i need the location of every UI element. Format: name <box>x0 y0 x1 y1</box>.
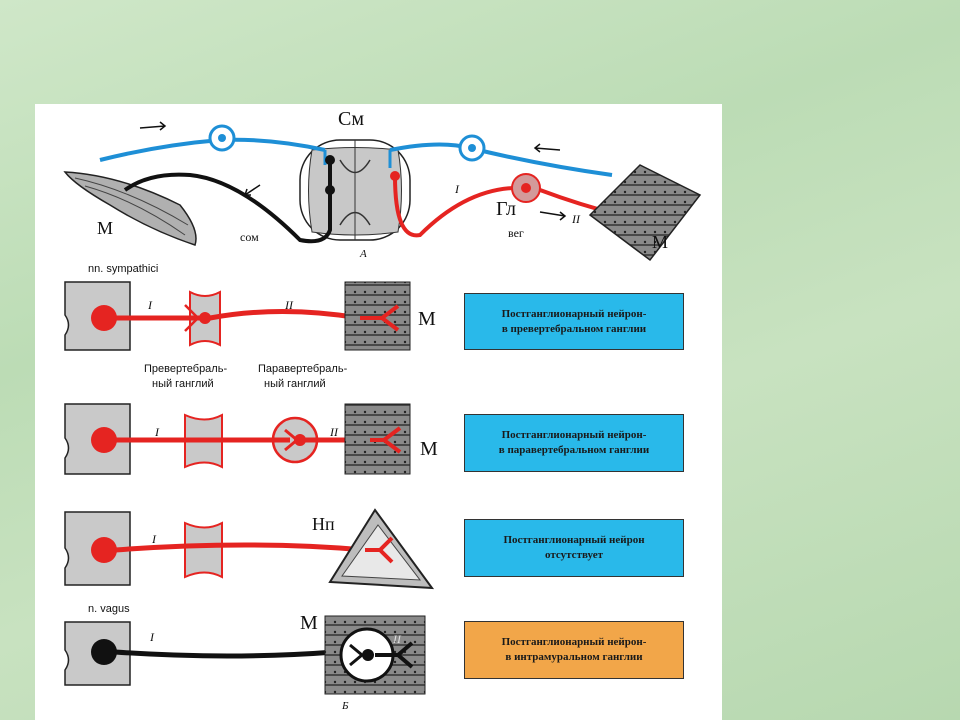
row-3-box-line-1: Постганглионарный нейрон <box>503 534 645 546</box>
fiber-ii-label: II <box>572 212 580 226</box>
row-3-target: Нп <box>312 514 335 534</box>
row-1-info-box: Постганглионарный нейрон- в превертебрал… <box>464 293 684 350</box>
row-2-info-box: Постганглионарный нейрон- в паравертебра… <box>464 414 684 472</box>
row-3-info-box: Постганглионарный нейрон отсутствует <box>464 519 684 577</box>
spinal-cord-label: См <box>338 108 364 130</box>
row-4-target: М <box>300 612 318 634</box>
muscle-left-label: М <box>97 218 114 238</box>
somatic-label: сом <box>240 230 259 244</box>
row-1-roman-ii: II <box>285 298 293 312</box>
row-1-target: М <box>418 308 436 330</box>
smooth-muscle-right <box>588 164 702 262</box>
row-4-box-line-2: в интрамуральном ганглии <box>505 651 643 663</box>
prevertebral-caption-2: ный ганглий <box>152 378 214 390</box>
row-1-box-line-2: в превертебральном ганглии <box>501 322 647 335</box>
row-4-diagram <box>64 615 426 695</box>
row-4-box-line-1: Постганглионарный нейрон- <box>501 636 647 648</box>
row-3-roman-i: I <box>152 532 156 546</box>
row-1-box-line-1: Постганглионарный нейрон- <box>501 307 647 320</box>
row-2-target: М <box>420 438 438 460</box>
somatic-motor-fiber <box>123 158 332 244</box>
row-2-roman-ii: II <box>330 425 338 439</box>
row-1-title: nn. sympathici <box>88 263 159 275</box>
row-3-diagram <box>64 508 435 590</box>
row-2-box-line-2: в паравертебральном ганглии <box>498 444 650 456</box>
row-4-roman-ii: II <box>393 632 401 646</box>
sensory-fiber-right <box>389 142 613 177</box>
muscle-right-label: М <box>652 232 669 252</box>
vegetative-label: вег <box>508 226 524 240</box>
row-1-roman-i: I <box>148 298 152 312</box>
preganglionic-fiber-top <box>393 175 526 238</box>
row-2-diagram <box>64 403 411 475</box>
row-2-roman-i: I <box>155 425 159 439</box>
top-scheme <box>63 121 702 262</box>
row-1-diagram <box>64 281 411 351</box>
row-2-box-line-1: Постганглионарный нейрон- <box>501 429 647 441</box>
row-4-info-box: Постганглионарный нейрон- в интрамуральн… <box>464 621 684 679</box>
fiber-i-label: I <box>455 182 459 196</box>
skeletal-muscle-left <box>63 171 197 246</box>
row-4-roman-i: I <box>150 630 154 644</box>
part-b-label: Б <box>342 700 349 712</box>
prevertebral-caption-1: Превертебраль- <box>144 363 228 375</box>
row-3-box-line-2: отсутствует <box>545 549 603 561</box>
row-4-title: n. vagus <box>88 603 130 615</box>
ganglion-label: Гл <box>496 198 517 220</box>
paravertebral-caption-1: Паравертебраль- <box>258 363 348 375</box>
part-a-label: А <box>360 248 367 260</box>
paravertebral-caption-2: ный ганглий <box>264 378 326 390</box>
